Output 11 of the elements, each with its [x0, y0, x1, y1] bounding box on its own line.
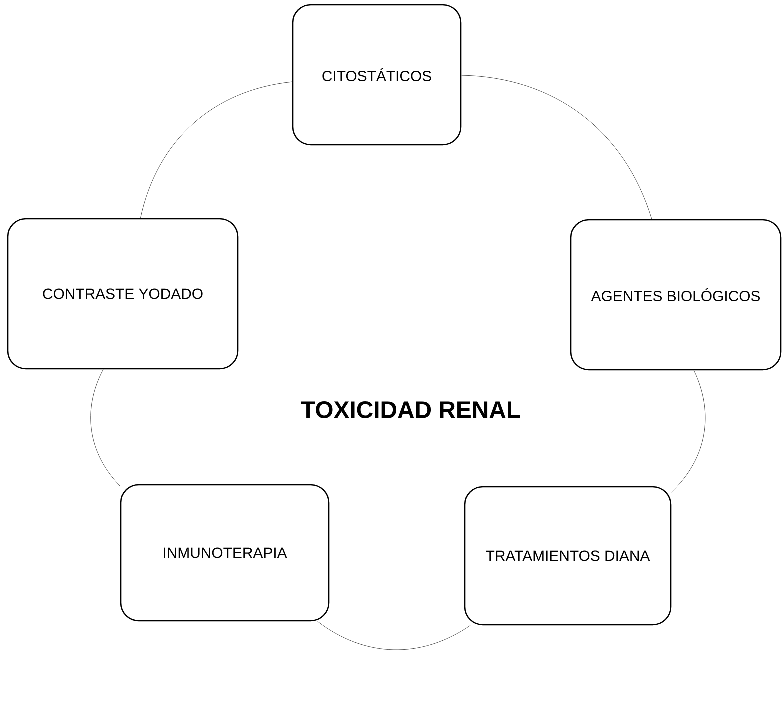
arc-connector [90, 369, 121, 487]
arc-connector [461, 75, 652, 220]
rounded-box: AGENTES BIOLÓGICOS [570, 219, 782, 371]
arc-connector [140, 82, 293, 219]
arc-connector [671, 370, 706, 493]
rounded-box: CITOSTÁTICOS [292, 4, 462, 146]
rounded-box: TRATAMIENTOS DIANA [464, 486, 672, 626]
rounded-box: INMUNOTERAPIA [120, 484, 330, 622]
rounded-box: CONTRASTE YODADO [7, 218, 239, 370]
arc-connector [318, 621, 471, 650]
center-title: TOXICIDAD RENAL [301, 402, 520, 418]
